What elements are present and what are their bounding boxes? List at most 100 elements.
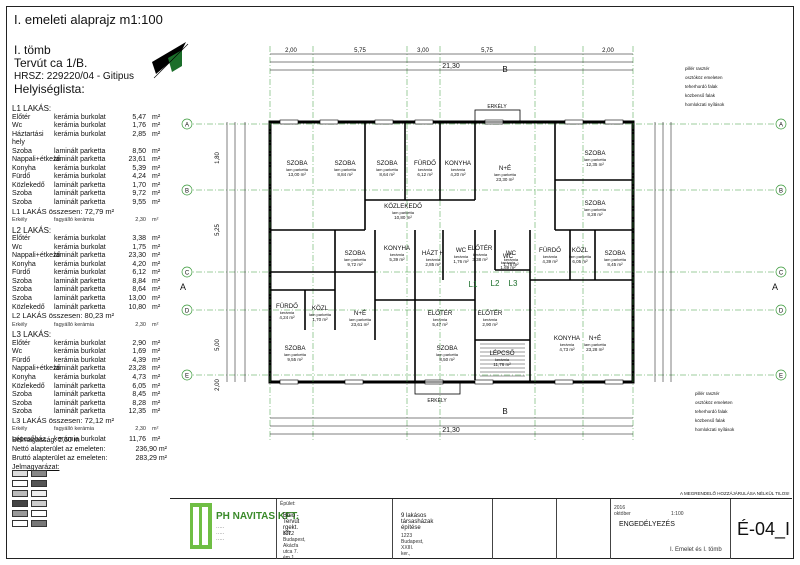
room-floor-label: kerámia [543,254,558,259]
room-name-label: SZOBA [287,160,309,167]
axis-bubble [181,304,193,316]
sheet-frame [6,6,794,559]
axis-bubble [181,266,193,278]
room-name-label: FÜRDŐ [414,160,436,167]
room-row: Nappali+étkező laminált parketta 23,30 m… [12,252,167,261]
axis-bubble [775,369,787,381]
room-floor: laminált parketta [54,391,106,399]
window [564,119,584,125]
room-row: Nappali+étkező laminált parketta 23,61 m… [12,156,167,165]
title-block: PH NAVITAS KFT. ··············· Épület: … [170,498,792,561]
room-area-label: 6,05 m² [572,259,588,264]
dimension-label: 5,75 [354,48,366,54]
room-name: Közlekedő [12,181,45,189]
room-row: Konyha kerámia burkolat 5,39 m² [12,165,167,174]
axis-label: B [502,407,507,416]
window [374,119,394,125]
room-row: Szoba laminált parketta 9,55 m² [12,199,167,208]
room-unit: m² [152,113,161,121]
room-floor: laminált parketta [54,181,106,189]
room-row: Szoba laminált parketta 13,00 m² [12,295,167,304]
room-floor-label: kerámia [473,252,488,257]
room-unit: m² [152,339,161,347]
room-unit: m² [152,365,161,373]
room-area-label: 23,61 m² [351,322,369,327]
dimension-label: 5,25 [215,224,221,236]
ceiling-height: Belmagasság: 2,50 m [12,437,80,444]
room-area: 6,12 [132,269,146,277]
room-name: Szoba [12,408,32,416]
address: Tervút ca 1/B. [14,56,88,70]
room-floor: kerámia burkolat [54,130,106,138]
hrsz: HRSZ: 229220/04 - Gitipus [14,71,135,82]
room-name: Szoba [12,190,32,198]
room-unit: m² [152,382,161,390]
design-stage: ENGEDÉLYEZÉS [619,521,675,528]
room-name: Nappali+étkező [12,156,61,164]
date: 2016 október [614,505,631,517]
room-area: 3,38 [132,235,146,243]
room-area-label: 13,00 m² [288,172,306,177]
room-area-label: 23,28 m² [586,347,604,352]
room-name-label: HÁZT H [422,250,444,257]
room-name: Wc [12,122,23,130]
room-area-label: 10,80 m² [394,215,412,220]
room-area-label: 8,50 m² [439,357,455,362]
axis-row-label: A [779,123,783,129]
room-name-label: LÉPCSŐ [489,350,514,357]
room-name-label: SZOBA [585,150,607,157]
legend-note: teherhordó falak [695,409,728,414]
room-name-label: SZOBA [605,250,627,257]
room-unit: m² [152,190,161,198]
room-unit: m² [152,199,161,207]
project-header: I. tömb Tervút ca 1/B. HRSZ: 229220/04 -… [14,44,134,96]
room-floor-label: lam parketta [349,317,372,322]
room-name-label: ELŐTÉR [478,310,503,317]
room-area: 1,76 [132,122,146,130]
dimension-label: 5,75 [481,48,493,54]
room-name: Fürdő [12,173,31,181]
room-area-label: 23,30 m² [496,177,514,182]
unit-tag: L2 [491,279,500,288]
room-area-label: 12,35 m² [586,162,604,167]
drawing-title: I. emeleti alaprajz m1:100 [14,12,163,27]
room-name-label: SZOBA [285,345,307,352]
room-name: Közlekedő [12,303,45,311]
room-floor: laminált parketta [54,408,106,416]
unit-total: L1 LAKÁS összesen: 72,79 m² [12,206,115,216]
room-area-label: 2,85 m² [425,262,441,267]
axis-row-label: C [185,271,190,277]
room-area-label: 9,55 m² [287,357,303,362]
room-floor-label: lam parketta [584,207,607,212]
scale: 1:100 [671,511,684,517]
room-name: Előtér [12,235,31,243]
window [319,119,339,125]
sheet-title: I. Emelet és I. tömb [670,547,722,553]
room-name: Konyha [12,164,36,172]
gross-area-label: Bruttó alapterület az emeleten: [12,455,108,462]
room-unit: m² [152,303,161,311]
unit-tag: L3 [509,279,518,288]
room-area-label: 1,75 m² [503,262,519,267]
room-area-label: 4,20 m² [450,172,466,177]
room-floor-label: kerámia [454,254,469,259]
room-area: 4,20 [132,260,146,268]
room-name: Nappali+étkező [12,365,61,373]
room-row: Háztartási hely kerámia burkolat 2,85 m² [12,131,167,148]
room-area: 8,50 [132,147,146,155]
room-row: Szoba laminált parketta 8,45 m² [12,391,167,400]
room-floor-label: lam parketta [584,157,607,162]
room-area-label: 1,76 m² [453,259,469,264]
room-row: Közlekedő laminált parketta 1,70 m² [12,182,167,191]
unit-heading: L3 LAKÁS: [12,330,52,340]
room-name-label: KONYHA [445,160,472,167]
block-name: I. tömb [14,43,51,57]
room-floor-label: lam parketta [376,167,399,172]
room-area: 5,39 [132,164,146,172]
room-area-label: 5,39 m² [389,257,405,262]
unit-total: L2 LAKÁS összesen: 80,23 m² [12,311,115,321]
room-name: Wc [12,348,23,356]
room-name-label: WC [503,253,514,260]
room-area: 13,00 [128,295,146,303]
